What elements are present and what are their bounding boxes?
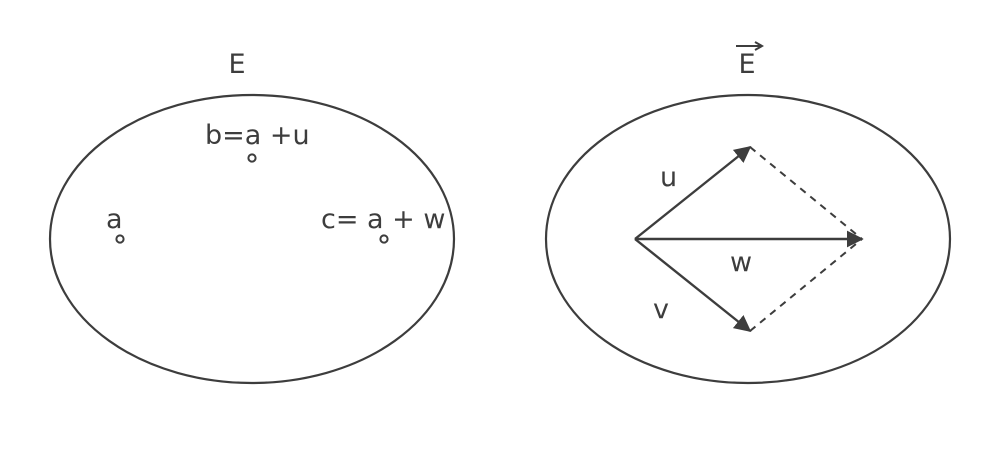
vector-space-title: E xyxy=(738,49,755,80)
vector-w-label: w xyxy=(730,247,752,278)
affine-space-title: E xyxy=(228,49,245,80)
vector-v-arrow xyxy=(634,238,752,333)
point-b-label: b=a +u xyxy=(205,120,310,151)
point-a-label: a xyxy=(106,204,123,235)
vector-space-ellipse xyxy=(544,93,952,385)
point-c-marker xyxy=(379,234,389,244)
affine-space-ellipse xyxy=(48,93,456,385)
parallelogram-top-dashed xyxy=(749,146,863,240)
parallelogram-bottom-dashed xyxy=(749,238,863,332)
point-b-marker xyxy=(247,153,257,163)
affine-space-panel: E b=a +u a c= a + w xyxy=(48,49,456,385)
vector-space-panel: E u w v xyxy=(544,41,952,385)
vector-v-label: v xyxy=(653,294,669,325)
vector-u-arrow xyxy=(634,145,752,240)
vector-u-label: u xyxy=(660,162,677,193)
vector-space-title-overarrow-head xyxy=(754,41,765,51)
point-a-marker xyxy=(115,234,125,244)
point-c-label: c= a + w xyxy=(321,204,445,235)
